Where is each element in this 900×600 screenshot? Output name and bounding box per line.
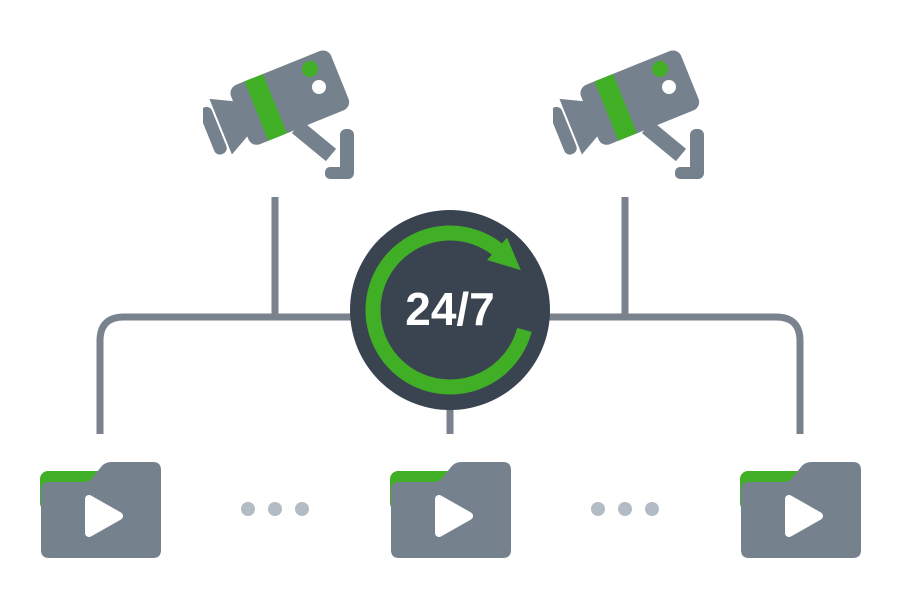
cctv-camera-icon xyxy=(203,43,358,183)
video-folder-play-icon xyxy=(737,462,865,558)
dot-icon xyxy=(645,502,659,516)
video-folder-play-icon xyxy=(387,462,515,558)
cctv-camera-icon xyxy=(203,43,358,183)
loop-badge: 24/7 xyxy=(350,210,550,410)
cctv-camera-icon xyxy=(553,43,708,183)
dot-icon xyxy=(241,502,255,516)
video-folder-play-icon xyxy=(737,462,865,558)
cctv-camera-icon xyxy=(553,43,708,183)
ellipsis-icon xyxy=(241,502,309,516)
dot-icon xyxy=(295,502,309,516)
ellipsis-icon xyxy=(591,502,659,516)
loop-label: 24/7 xyxy=(405,283,495,335)
dot-icon xyxy=(591,502,605,516)
video-folder-play-icon xyxy=(387,462,515,558)
dot-icon xyxy=(618,502,632,516)
circular-arrow-loop-icon xyxy=(365,225,532,395)
dot-icon xyxy=(268,502,282,516)
video-folder-play-icon xyxy=(37,462,165,558)
video-folder-play-icon xyxy=(37,462,165,558)
